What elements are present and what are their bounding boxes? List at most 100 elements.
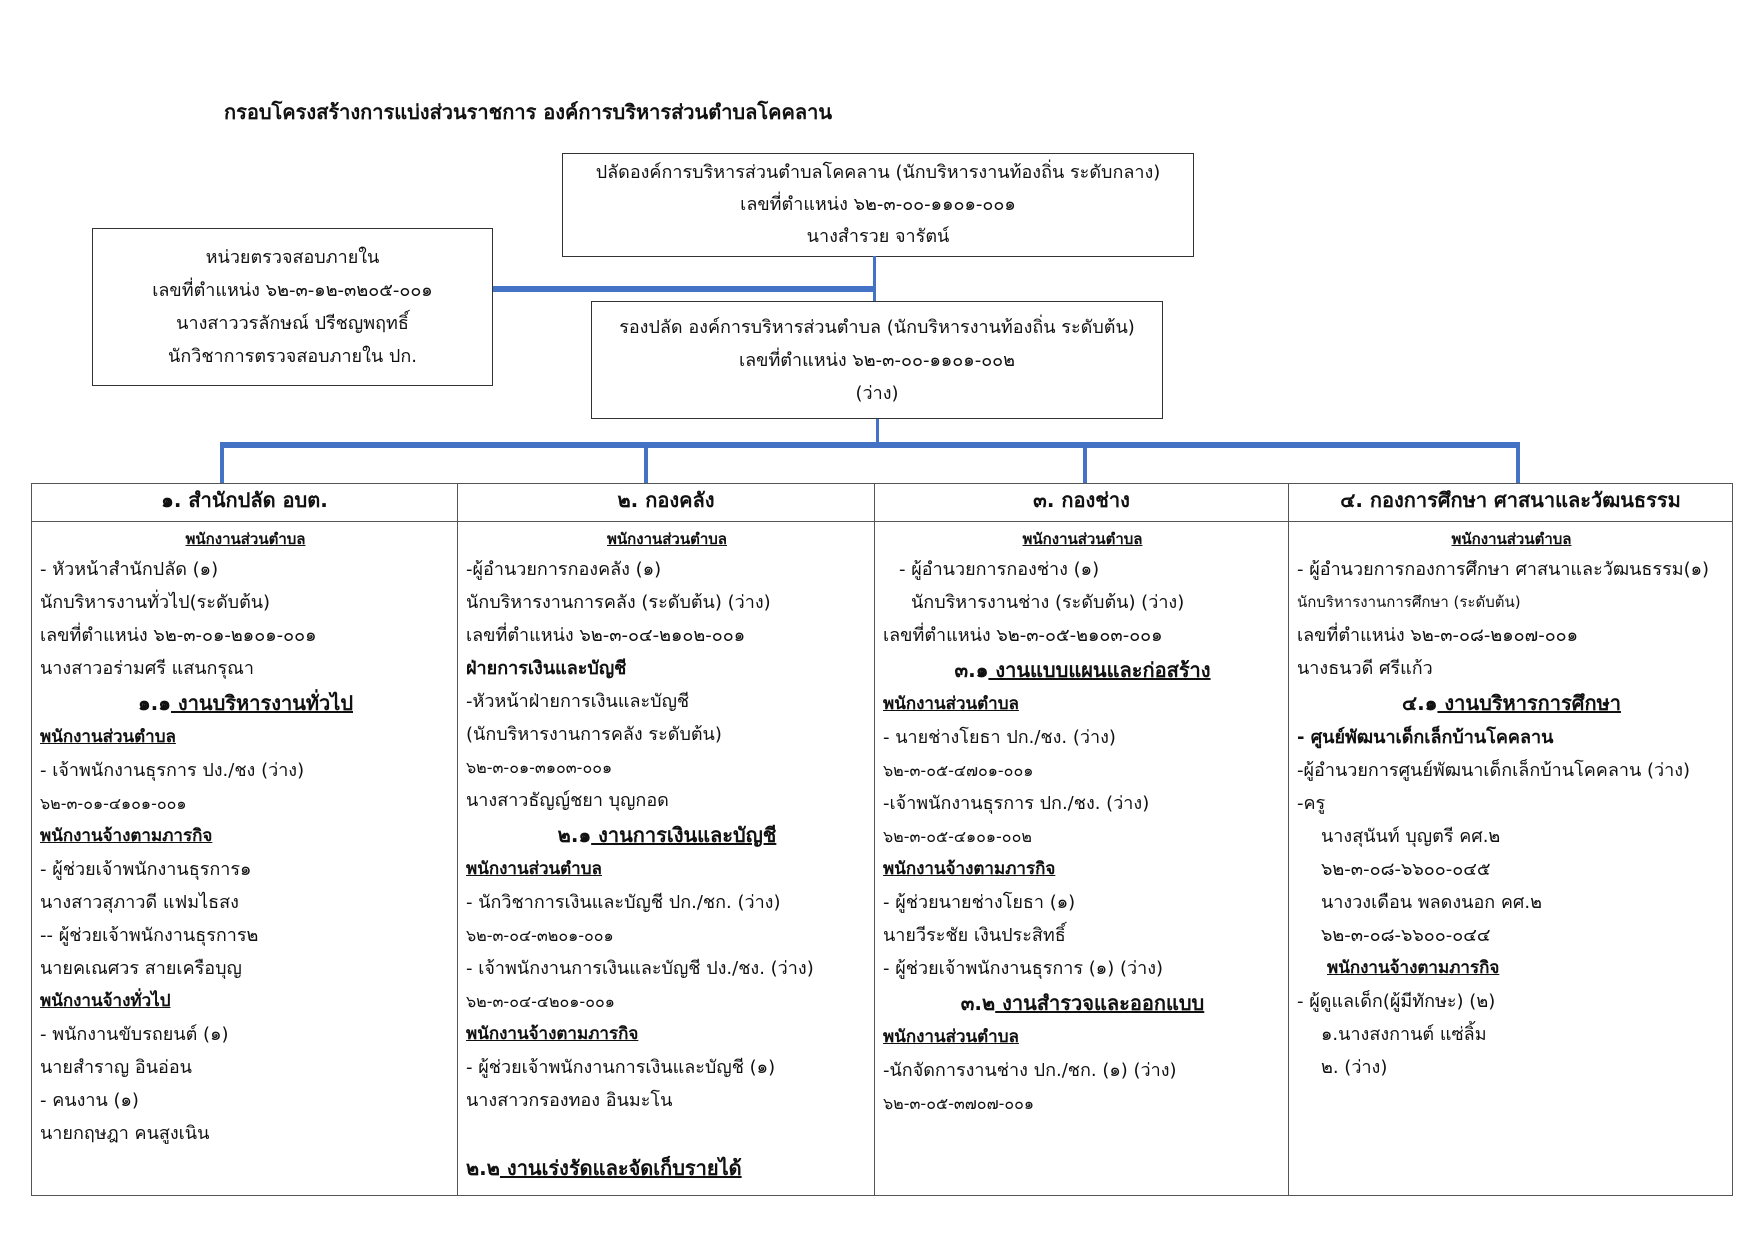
division-column: พนักงานส่วนตำบล - ผู้อำนวยการกองช่าง (๑) น… <box>875 522 1288 1120</box>
position-line: นายวีระชัย เงินประสิทธิ์ <box>883 925 1066 946</box>
section-heading: ๒.๑ งานการเงินและบัญชี <box>466 817 868 853</box>
connector-line <box>876 419 879 445</box>
division-table: ๑. สำนักปลัด อบต. ๒. กองคลัง ๓. กองช่าง … <box>31 483 1733 1196</box>
staff-group-heading: พนักงานจ้างตามภารกิจ <box>883 859 1056 879</box>
section-title: งานสำรวจและออกแบบ <box>995 991 1205 1015</box>
position-line: นางสาวกรองทอง อินมะโน <box>466 1090 673 1111</box>
position-line: (นักบริหารงานการคลัง ระดับต้น) <box>466 724 722 745</box>
position-line: -นักจัดการงานช่าง ปก./ชก. (๑) (ว่าง) <box>883 1060 1177 1081</box>
section-heading: ๓.๒ งานสำรวจและออกแบบ <box>883 985 1282 1021</box>
staff-group-heading: พนักงานจ้างทั่วไป <box>40 991 171 1011</box>
box-line: นักวิชาการตรวจสอบภายใน ปก. <box>168 346 417 367</box>
staff-group-heading: พนักงานจ้างตามภารกิจ <box>40 826 213 846</box>
position-line: นักบริหารงานช่าง (ระดับต้น) (ว่าง) <box>911 592 1185 613</box>
staff-group-heading: พนักงานส่วนตำบล <box>1022 530 1143 548</box>
section-heading: ๔.๑ งานบริหารการศึกษา <box>1297 685 1726 721</box>
position-line: -ครู <box>1297 793 1326 814</box>
position-line: นายสำราญ อินอ่อน <box>40 1057 192 1078</box>
connector-line <box>220 442 224 483</box>
division-header: ๒. กองคลัง <box>457 483 875 522</box>
position-line: เลขที่ตำแหน่ง ๖๒-๓-๐๕-๒๑๐๓-๐๐๑ <box>883 625 1163 646</box>
position-line: นายกฤษฎา คนสูงเนิน <box>40 1123 210 1144</box>
position-line: - นักวิชาการเงินและบัญชี ปก./ชก. (ว่าง) <box>466 892 781 913</box>
box-line: เลขที่ตำแหน่ง ๖๒-๓-๑๒-๓๒๐๕-๐๐๑ <box>152 280 433 301</box>
position-line: เลขที่ตำแหน่ง ๖๒-๓-๐๔-๒๑๐๒-๐๐๑ <box>466 625 746 646</box>
position-line: - ผู้ช่วยนายช่างโยธา (๑) <box>883 892 1076 913</box>
section-title: งานแบบแผนและก่อสร้าง <box>988 658 1211 682</box>
position-line: - ผู้ช่วยเจ้าพนักงานธุรการ๑ <box>40 859 252 880</box>
staff-group-heading: - ศูนย์พัฒนาเด็กเล็กบ้านโคคลาน <box>1297 727 1554 748</box>
position-line: นักบริหารงานทั่วไป(ระดับต้น) <box>40 592 271 613</box>
connector-line <box>220 442 1520 448</box>
connector-line <box>644 442 648 483</box>
section-title: งานการเงินและบัญชี <box>591 823 777 847</box>
position-line: - คนงาน (๑) <box>40 1090 139 1111</box>
position-line: ๖๒-๓-๐๕-๔๑๐๑-๐๐๒ <box>883 827 1032 846</box>
section-title: งานเร่งรัดและจัดเก็บรายได้ <box>499 1156 742 1180</box>
position-line: นางสาวธัญญ์ชยา บุญกอด <box>466 790 669 811</box>
position-line: เลขที่ตำแหน่ง ๖๒-๓-๐๘-๒๑๐๗-๐๐๑ <box>1297 625 1579 646</box>
section-number: ๒.๒ <box>466 1156 500 1180</box>
section-number: ๔.๑ <box>1402 691 1438 715</box>
section-number: ๑.๑ <box>137 691 171 715</box>
position-line: ๖๒-๓-๐๔-๔๒๐๑-๐๐๑ <box>466 992 615 1011</box>
section-number: ๓.๒ <box>960 991 996 1015</box>
position-line: นางสุนันท์ บุญตรี คศ.๒ <box>1321 826 1501 847</box>
staff-group-heading: ฝ่ายการเงินและบัญชี <box>466 658 627 679</box>
position-line: ๖๒-๓-๐๑-๓๑๐๓-๐๐๑ <box>466 758 613 777</box>
staff-group-heading: พนักงานส่วนตำบล <box>185 530 306 548</box>
connector-line <box>873 256 876 301</box>
division-column: พนักงานส่วนตำบล- หัวหน้าสำนักปลัด (๑)นัก… <box>32 522 457 1150</box>
section-title: งานบริหารการศึกษา <box>1437 691 1621 715</box>
position-line: นักบริหารงานการคลัง (ระดับต้น) (ว่าง) <box>466 592 771 613</box>
page-title: กรอบโครงสร้างการแบ่งส่วนราชการ องค์การบร… <box>224 100 833 124</box>
staff-group-heading: พนักงานส่วนตำบล <box>1451 530 1572 548</box>
staff-group-heading: พนักงานส่วนตำบล <box>883 1027 1019 1047</box>
position-line: -- ผู้ช่วยเจ้าพนักงานธุรการ๒ <box>40 925 259 946</box>
position-line: - เจ้าพนักงานธุรการ ปง./ชง (ว่าง) <box>40 760 305 781</box>
position-line: ๑.นางสงกานต์ แซ่ลิ้ม <box>1321 1024 1487 1045</box>
box-line: นางสำรวย จารัตน์ <box>806 226 950 247</box>
position-line: -ผู้อำนวยการกองคลัง (๑) <box>466 559 662 580</box>
position-line: - เจ้าพนักงานการเงินและบัญชี ปง./ชง. (ว่… <box>466 958 814 979</box>
section-heading: ๓.๑ งานแบบแผนและก่อสร้าง <box>883 652 1282 688</box>
internal-audit-box: หน่วยตรวจสอบภายใน เลขที่ตำแหน่ง ๖๒-๓-๑๒-… <box>92 228 493 386</box>
staff-group-heading: พนักงานส่วนตำบล <box>607 530 727 548</box>
division-header: ๔. กองการศึกษา ศาสนาและวัฒนธรรม <box>1288 483 1733 522</box>
box-line: (ว่าง) <box>855 382 899 404</box>
staff-group-heading: พนักงานส่วนตำบล <box>883 694 1019 714</box>
section-heading: ๑.๑ งานบริหารงานทั่วไป <box>40 685 451 721</box>
position-line: -เจ้าพนักงานธุรการ ปก./ชง. (ว่าง) <box>883 793 1150 814</box>
position-line: ๒. (ว่าง) <box>1321 1057 1388 1078</box>
position-line: - ผู้ช่วยเจ้าพนักงานการเงินและบัญชี (๑) <box>466 1057 776 1078</box>
position-line: -ผู้อำนวยการศูนย์พัฒนาเด็กเล็กบ้านโคคลาน… <box>1297 760 1691 781</box>
position-line: ๖๒-๓-๐๘-๖๖๐๐-๐๔๕ <box>1321 859 1491 880</box>
position-line: ๖๒-๓-๐๕-๔๗๐๑-๐๐๑ <box>883 761 1034 780</box>
position-line: นางธนวดี ศรีแก้ว <box>1297 658 1433 679</box>
position-line: นักบริหารงานการศึกษา (ระดับต้น) <box>1297 593 1521 611</box>
spacer <box>466 1117 868 1150</box>
position-line: นางวงเดือน พลดงนอก คศ.๒ <box>1321 892 1542 913</box>
position-line: - ผู้อำนวยการกองช่าง (๑) <box>899 559 1100 580</box>
section-number: ๓.๑ <box>954 658 989 682</box>
position-line: - นายช่างโยธา ปก./ชง. (ว่าง) <box>883 727 1116 748</box>
position-line: - ผู้ช่วยเจ้าพนักงานธุรการ (๑) (ว่าง) <box>883 958 1164 979</box>
box-line: ปลัดองค์การบริหารส่วนตำบลโคคลาน (นักบริห… <box>595 162 1161 183</box>
staff-group-heading: พนักงานส่วนตำบล <box>40 727 176 747</box>
staff-group-heading: พนักงานจ้างตามภารกิจ <box>1327 958 1500 978</box>
position-line: เลขที่ตำแหน่ง ๖๒-๓-๐๑-๒๑๐๑-๐๐๑ <box>40 625 317 646</box>
connector-line <box>493 286 876 292</box>
section-title: งานบริหารงานทั่วไป <box>170 691 354 715</box>
section-heading: ๒.๒ งานเร่งรัดและจัดเก็บรายได้ <box>466 1150 868 1186</box>
box-line: นางสาววรลักษณ์ ปรีชญพฤทธิ์ <box>176 313 409 334</box>
staff-group-heading: พนักงานจ้างตามภารกิจ <box>466 1024 639 1044</box>
position-line: ๖๒-๓-๐๑-๔๑๐๑-๐๐๑ <box>40 794 187 813</box>
position-line: นายคเณศวร สายเครือบุญ <box>40 958 242 979</box>
box-line: รองปลัด องค์การบริหารส่วนตำบล (นักบริหาร… <box>619 316 1135 338</box>
position-line: ๖๒-๓-๐๘-๖๖๐๐-๐๔๔ <box>1321 925 1491 946</box>
position-line: นางสาวอร่ามศรี แสนกรุณา <box>40 658 254 679</box>
box-line: หน่วยตรวจสอบภายใน <box>205 247 380 268</box>
connector-line <box>1516 442 1520 483</box>
division-column: พนักงานส่วนตำบล- ผู้อำนวยการกองการศึกษา … <box>1289 522 1732 1084</box>
connector-line <box>1083 442 1087 483</box>
